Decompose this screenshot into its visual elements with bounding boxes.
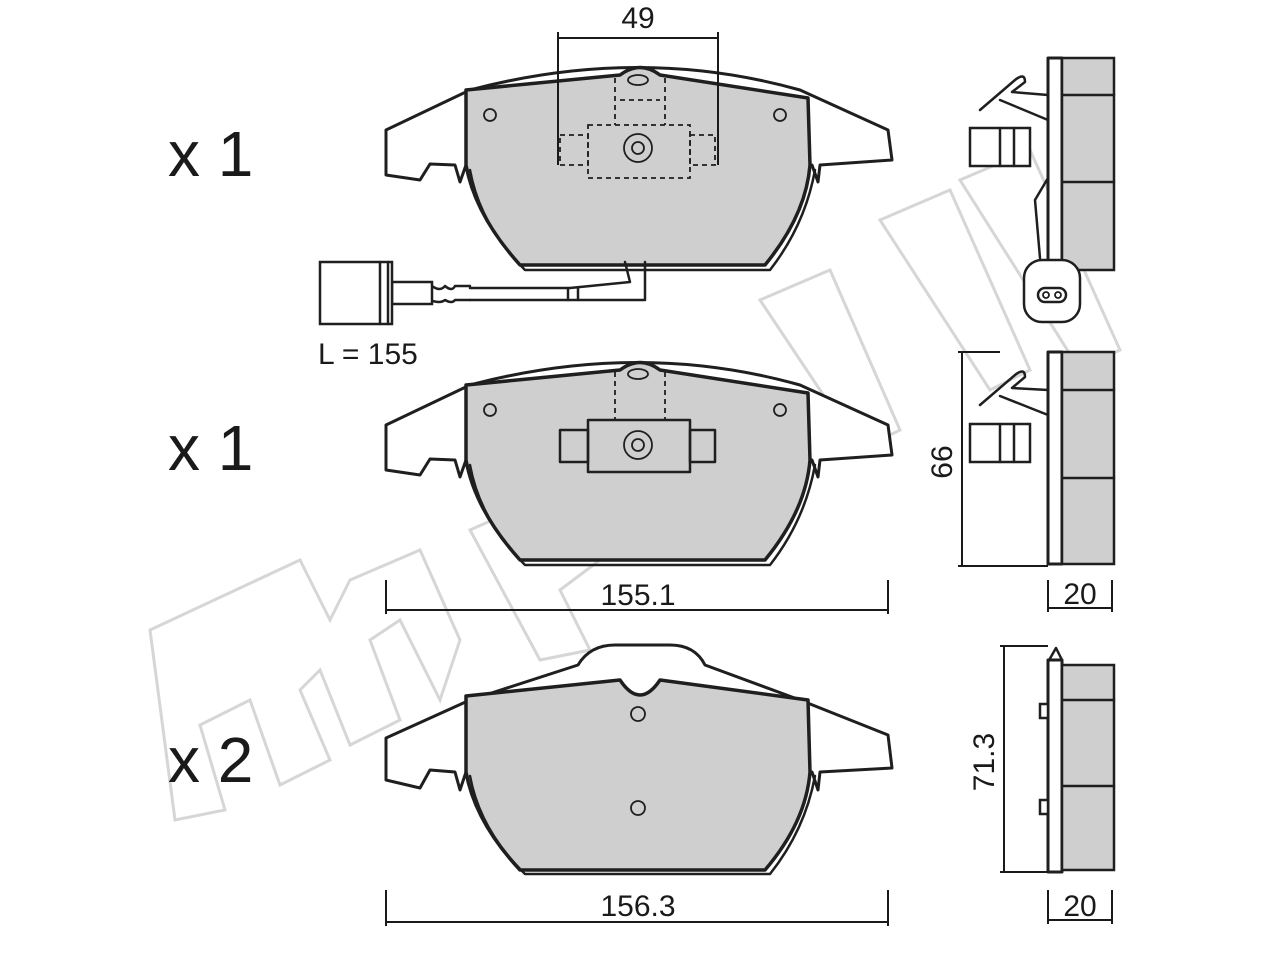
brake-pad-2 — [384, 360, 894, 567]
dimension-pad-height-lower: 71.3 — [968, 645, 1048, 873]
brake-pad-1 — [318, 65, 894, 326]
quantity-label-2: x 1 — [168, 412, 253, 484]
dimension-label-pad-height-lower: 71.3 — [968, 733, 1001, 791]
brake-pad-3-side-view — [1038, 646, 1116, 874]
dimension-label-thickness-upper: 20 — [1063, 578, 1096, 611]
dimension-label-cable-length: L = 155 — [318, 338, 418, 371]
dimension-pad-width-lower: 156.3 — [385, 890, 889, 926]
dimension-label-pad-width-lower: 156.3 — [600, 890, 675, 923]
dimension-label-thickness-lower: 20 — [1063, 890, 1096, 923]
dimension-thickness-lower: 20 — [1047, 890, 1113, 924]
brake-pad-2-side-view — [968, 350, 1116, 566]
friction-lining-3 — [464, 678, 812, 872]
quantity-label-1: x 1 — [168, 118, 253, 190]
dimension-label-sensor-spacing: 49 — [621, 2, 654, 35]
dimension-pad-width-upper: 155.1 — [385, 579, 889, 614]
brake-pad-1-side-view — [968, 56, 1116, 324]
friction-lining-2 — [464, 360, 812, 562]
dimension-label-pad-width-upper: 155.1 — [600, 579, 675, 612]
quantity-label-3: x 2 — [168, 724, 253, 796]
brake-pad-3 — [384, 643, 894, 876]
dimension-thickness-upper: 20 — [1047, 578, 1113, 612]
friction-lining-1 — [464, 65, 812, 267]
dimension-sensor-spacing: 49 — [557, 2, 719, 165]
dimension-pad-height-upper: 66 — [926, 351, 1048, 567]
dimension-label-pad-height-upper: 66 — [926, 445, 959, 478]
